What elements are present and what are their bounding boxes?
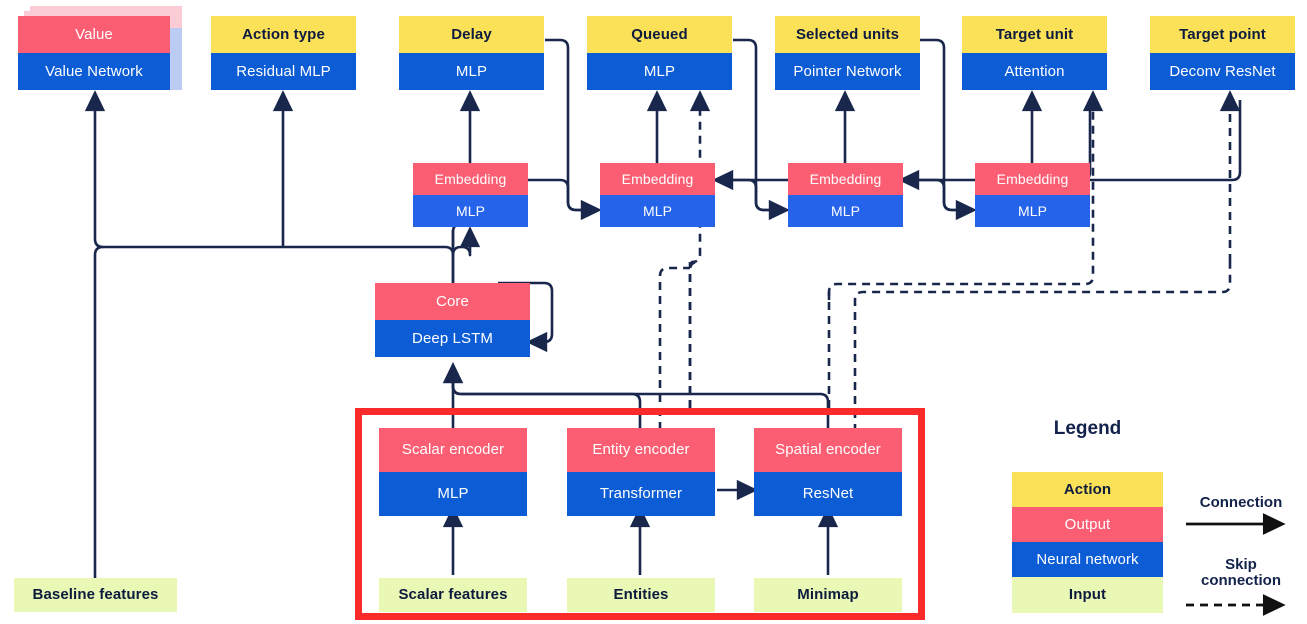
wire-embedding-delay-to-embedding-queued bbox=[527, 178, 592, 212]
node-minimap[interactable]: Minimap bbox=[754, 578, 902, 612]
wire-core-branch-joint bbox=[451, 245, 472, 257]
queued-mlp-band: MLP bbox=[587, 53, 732, 90]
deconv-resnet-band: Deconv ResNet bbox=[1150, 53, 1295, 90]
legend-swatch-input: Input bbox=[1012, 577, 1163, 613]
delay-mlp-band: MLP bbox=[399, 53, 544, 90]
node-embedding-delay[interactable]: Embedding MLP bbox=[413, 163, 528, 227]
deep-lstm-label: Deep LSTM bbox=[375, 320, 530, 357]
queued-band: Queued bbox=[587, 16, 732, 53]
embedding-queued-label: Embedding bbox=[600, 163, 715, 195]
spatial-encoder-label: Spatial encoder bbox=[754, 428, 902, 472]
node-embedding-target-unit[interactable]: Embedding MLP bbox=[975, 163, 1090, 227]
node-delay[interactable]: Delay MLP bbox=[399, 16, 544, 90]
wire-queued-to-embedding-selected-units bbox=[733, 38, 790, 221]
legend-swatch-neural-network: Neural network bbox=[1012, 542, 1163, 577]
pointer-network-band: Pointer Network bbox=[775, 53, 920, 90]
skip-spatial-encoder-to-target-unit bbox=[827, 90, 1104, 408]
value-network-band: Value Network bbox=[18, 53, 170, 90]
skip-entity-branch bbox=[658, 266, 690, 430]
node-selected-units[interactable]: Selected units Pointer Network bbox=[775, 16, 920, 90]
legend-swatch-action: Action bbox=[1012, 472, 1163, 507]
legend-connection-label: Connection bbox=[1199, 494, 1283, 511]
wire-embedding-selected-units-to-embedding-target-unit bbox=[902, 178, 967, 212]
selected-units-band: Selected units bbox=[775, 16, 920, 53]
node-scalar-features[interactable]: Scalar features bbox=[379, 578, 527, 612]
embedding-target-unit-mlp: MLP bbox=[975, 195, 1090, 227]
legend-swatch-output: Output bbox=[1012, 507, 1163, 542]
delay-band: Delay bbox=[399, 16, 544, 53]
scalar-features-label: Scalar features bbox=[379, 578, 527, 612]
scalar-encoder-label: Scalar encoder bbox=[379, 428, 527, 472]
node-target-unit[interactable]: Target unit Attention bbox=[962, 16, 1107, 90]
node-queued[interactable]: Queued MLP bbox=[587, 16, 732, 90]
core-label: Core bbox=[375, 283, 530, 320]
attention-band: Attention bbox=[962, 53, 1107, 90]
node-embedding-selected-units[interactable]: Embedding MLP bbox=[788, 163, 903, 227]
residual-mlp-band: Residual MLP bbox=[211, 53, 356, 90]
wire-target-point-feedback bbox=[1090, 100, 1242, 182]
node-target-point[interactable]: Target point Deconv ResNet bbox=[1150, 16, 1295, 90]
legend-swatch-stack: Action Output Neural network Input bbox=[1012, 472, 1163, 613]
legend-title: Legend bbox=[1053, 418, 1122, 439]
spatial-encoder-resnet: ResNet bbox=[754, 472, 902, 516]
node-entity-encoder[interactable]: Entity encoder Transformer bbox=[567, 428, 715, 516]
value-output-band: Value bbox=[18, 16, 170, 53]
wire-delay-to-embedding-queued bbox=[545, 38, 602, 221]
wire-selected-units-to-embedding-target-unit bbox=[920, 38, 977, 221]
wire-core-to-embedding-delay-stub bbox=[451, 222, 462, 247]
embedding-selected-units-mlp: MLP bbox=[788, 195, 903, 227]
wire-embedding-queued-to-embedding-selected-units bbox=[715, 178, 780, 212]
node-action-type[interactable]: Action type Residual MLP bbox=[211, 16, 356, 90]
embedding-target-unit-label: Embedding bbox=[975, 163, 1090, 195]
wire-core-to-value-network bbox=[84, 90, 455, 283]
skip-entity-encoder-to-selected-units bbox=[688, 90, 711, 408]
minimap-label: Minimap bbox=[754, 578, 902, 612]
entity-encoder-label: Entity encoder bbox=[567, 428, 715, 472]
entity-encoder-transformer: Transformer bbox=[567, 472, 715, 516]
target-point-band: Target point bbox=[1150, 16, 1295, 53]
target-unit-band: Target unit bbox=[962, 16, 1107, 53]
node-spatial-encoder[interactable]: Spatial encoder ResNet bbox=[754, 428, 902, 516]
node-value[interactable]: Value Value Network bbox=[18, 16, 170, 90]
embedding-delay-mlp: MLP bbox=[413, 195, 528, 227]
node-scalar-encoder[interactable]: Scalar encoder MLP bbox=[379, 428, 527, 516]
entities-label: Entities bbox=[567, 578, 715, 612]
node-core[interactable]: Core Deep LSTM bbox=[375, 283, 530, 357]
baseline-features-label: Baseline features bbox=[14, 578, 177, 612]
node-baseline-features[interactable]: Baseline features bbox=[14, 578, 177, 612]
node-entities[interactable]: Entities bbox=[567, 578, 715, 612]
legend-skip-label-line1: Skip bbox=[1225, 556, 1257, 573]
skip-spatial-branch-target-point bbox=[853, 262, 1232, 432]
embedding-queued-mlp: MLP bbox=[600, 195, 715, 227]
embedding-delay-label: Embedding bbox=[413, 163, 528, 195]
legend-skip-label-line2: connection bbox=[1200, 572, 1281, 589]
node-embedding-queued[interactable]: Embedding MLP bbox=[600, 163, 715, 227]
action-type-band: Action type bbox=[211, 16, 356, 53]
wire-baseline-features-to-value-network bbox=[93, 245, 104, 578]
scalar-encoder-mlp: MLP bbox=[379, 472, 527, 516]
embedding-selected-units-label: Embedding bbox=[788, 163, 903, 195]
encoders-highlight-box bbox=[355, 408, 925, 620]
